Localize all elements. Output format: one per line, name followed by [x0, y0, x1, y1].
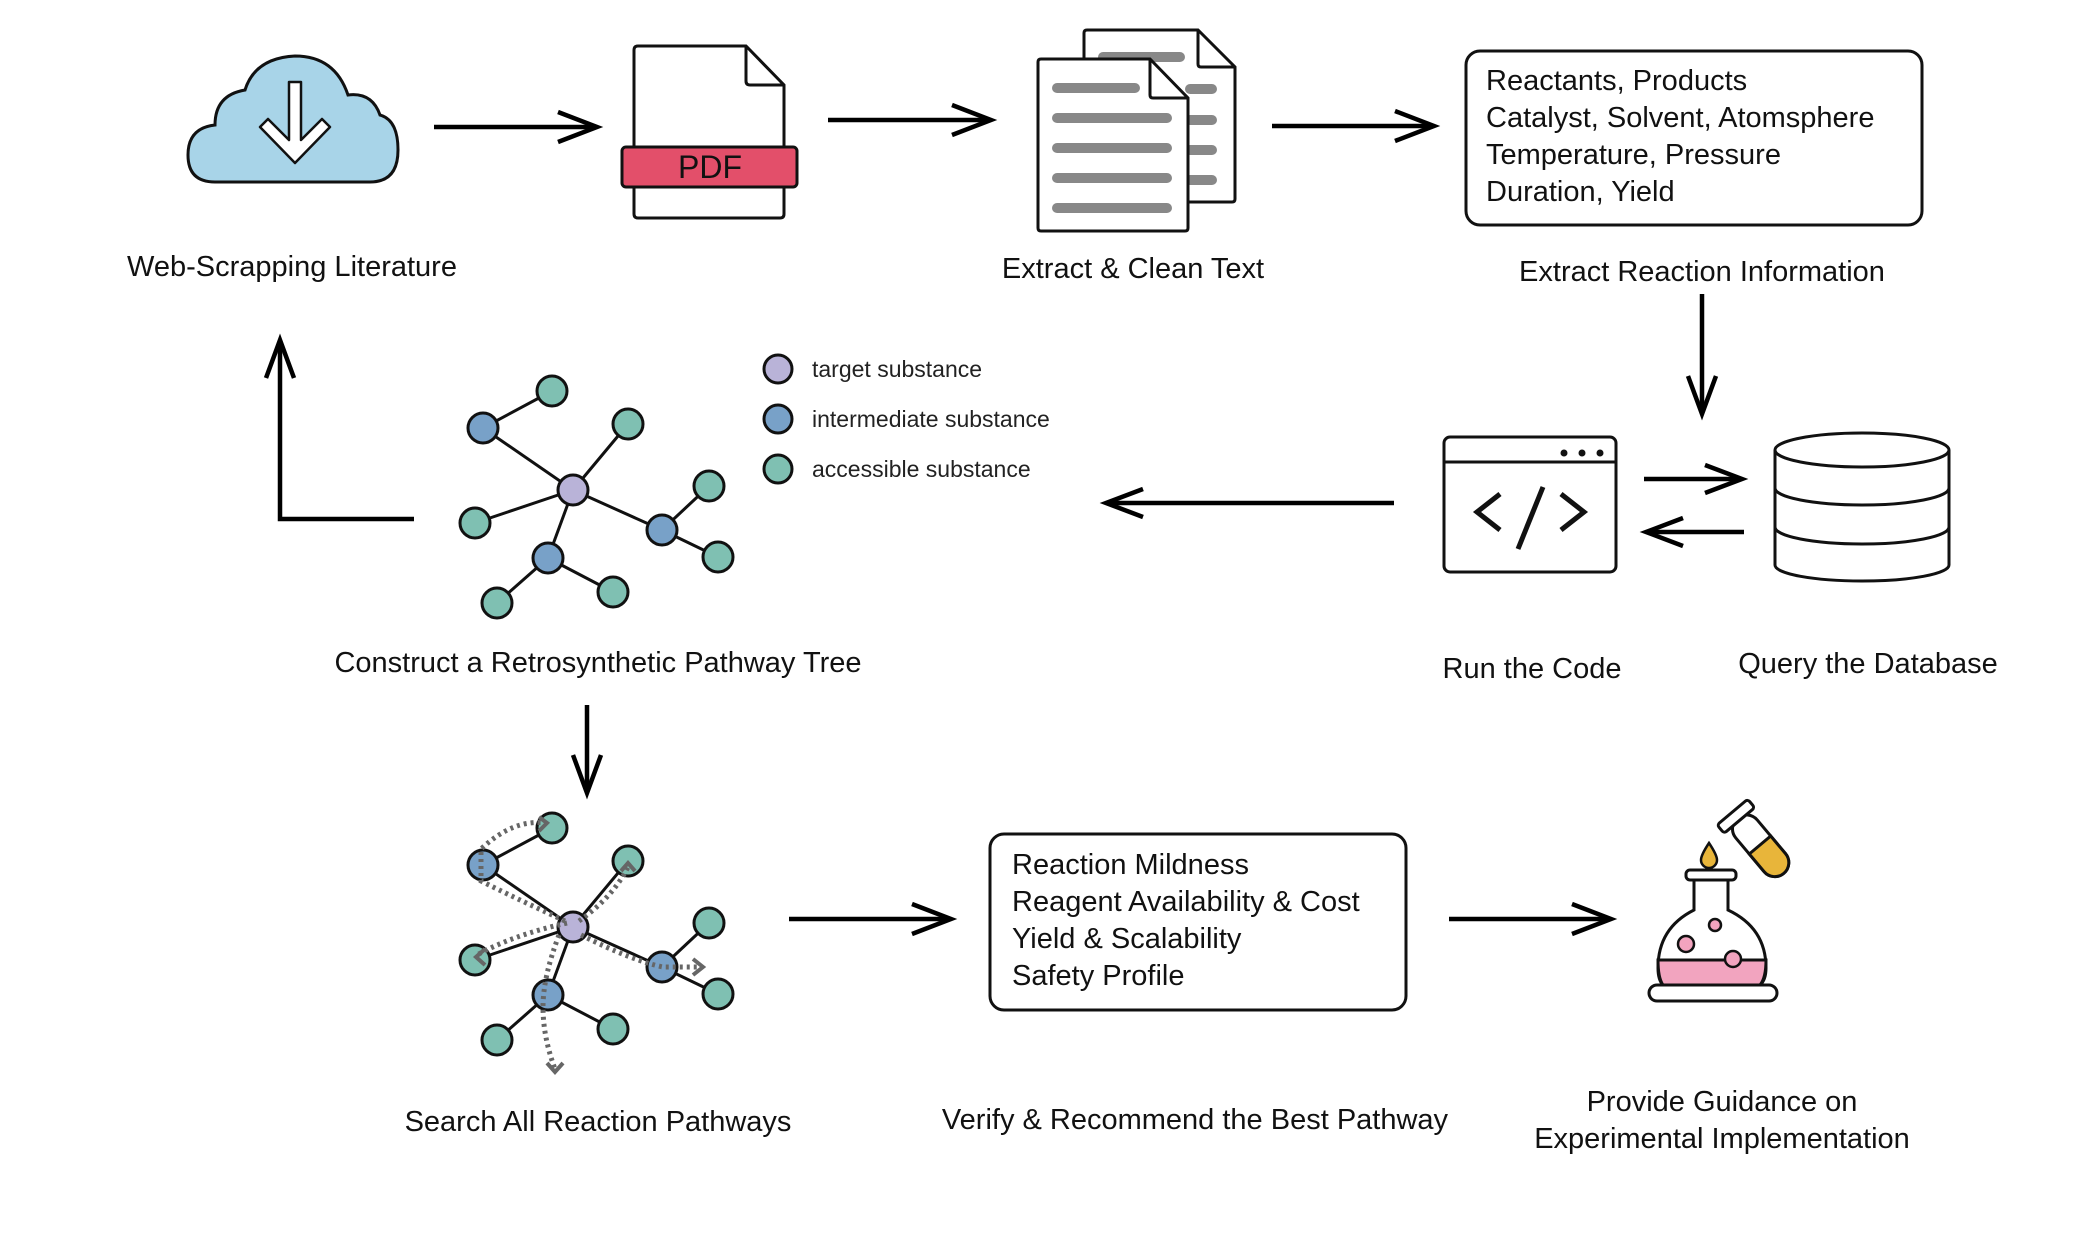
test-tube-icon	[1716, 798, 1791, 879]
reaction-info-line: Duration, Yield	[1486, 176, 1675, 208]
accessible-node	[692, 469, 726, 503]
step-label-run-code: Run the Code	[1443, 653, 1622, 685]
intermediate-node	[466, 411, 500, 445]
accessible-node	[480, 586, 514, 620]
reaction-info-line: Reactants, Products	[1486, 65, 1747, 97]
pdf-file-icon	[620, 44, 799, 220]
legend-target-swatch	[762, 353, 794, 385]
arrow-left	[1099, 486, 1394, 520]
intermediate-node	[531, 541, 565, 575]
legend: target substance intermediate substance …	[762, 353, 1050, 485]
criteria-line: Yield & Scalability	[1012, 923, 1242, 955]
tree-edge	[474, 488, 574, 525]
search-path	[478, 820, 567, 924]
tree-edge	[482, 426, 574, 492]
step-label-construct-tree: Construct a Retrosynthetic Pathway Tree	[334, 647, 861, 679]
arrow-loop-up	[263, 333, 414, 522]
legend-label-accessible: accessible substance	[812, 456, 1031, 482]
legend-label-target: target substance	[812, 356, 982, 382]
search-path	[577, 865, 631, 924]
arrow-down	[570, 705, 604, 800]
search-pathways-tree	[458, 811, 735, 1076]
text-lines	[1098, 52, 1217, 185]
path-arrowhead	[545, 1061, 565, 1076]
path-arrowhead	[537, 815, 551, 833]
retrosynthetic-tree	[458, 374, 735, 620]
intermediate-node	[645, 950, 679, 984]
reaction-info-line: Temperature, Pressure	[1486, 139, 1781, 171]
criteria-line: Reaction Mildness	[1012, 849, 1249, 881]
criteria-line: Reagent Availability & Cost	[1012, 886, 1360, 918]
arrow-right	[828, 102, 998, 138]
step-label-query-db: Query the Database	[1738, 648, 1998, 680]
arrow-right	[1272, 108, 1441, 144]
arrow-right	[1449, 901, 1618, 937]
intermediate-node	[531, 978, 565, 1012]
accessible-node	[480, 1023, 514, 1057]
step-label-extract-reaction: Extract Reaction Information	[1519, 256, 1885, 288]
step-label-guidance-line1: Provide Guidance on	[1587, 1086, 1858, 1118]
flask-icon	[1647, 798, 1791, 1003]
path-arrowhead	[472, 947, 487, 967]
accessible-node	[692, 906, 726, 940]
cloud-download-icon	[186, 54, 400, 184]
legend-accessible-swatch	[762, 453, 794, 485]
step-label-web-scraping: Web-Scrapping Literature	[127, 251, 457, 283]
step-label-extract-text: Extract & Clean Text	[1002, 253, 1264, 285]
code-window-icon	[1442, 435, 1618, 574]
legend-label-intermediate: intermediate substance	[812, 406, 1050, 432]
criteria-line: Safety Profile	[1012, 960, 1184, 992]
accessible-node	[701, 977, 735, 1011]
legend-intermediate-swatch	[762, 403, 794, 435]
step-label-guidance-line2: Experimental Implementation	[1534, 1123, 1910, 1155]
arrow-right	[789, 901, 958, 937]
step-label-verify-recommend: Verify & Recommend the Best Pathway	[942, 1104, 1449, 1136]
accessible-node	[701, 540, 735, 574]
criteria-box	[988, 832, 1408, 1012]
reaction-info-box	[1464, 49, 1924, 227]
path-arrowhead	[619, 859, 637, 873]
target-node	[556, 910, 590, 944]
search-path	[475, 920, 568, 958]
accessible-node	[535, 374, 569, 408]
accessible-node	[596, 575, 630, 609]
pdf-badge-label: PDF	[678, 149, 742, 185]
accessible-node	[458, 506, 492, 540]
path-arrowhead	[691, 957, 707, 977]
accessible-node	[596, 1012, 630, 1046]
accessible-node	[611, 407, 645, 441]
reaction-info-line: Catalyst, Solvent, Atomsphere	[1486, 102, 1874, 134]
tree-edge	[474, 925, 574, 962]
database-icon	[1773, 431, 1951, 583]
search-path	[540, 934, 562, 1070]
intermediate-node	[645, 513, 679, 547]
arrow-down	[1685, 294, 1719, 421]
arrow-right	[434, 109, 604, 145]
target-node	[556, 473, 590, 507]
arrow-left	[1639, 515, 1744, 549]
arrow-right	[1644, 462, 1749, 496]
step-label-search-pathways: Search All Reaction Pathways	[405, 1106, 792, 1138]
documents-icon	[1036, 28, 1237, 233]
